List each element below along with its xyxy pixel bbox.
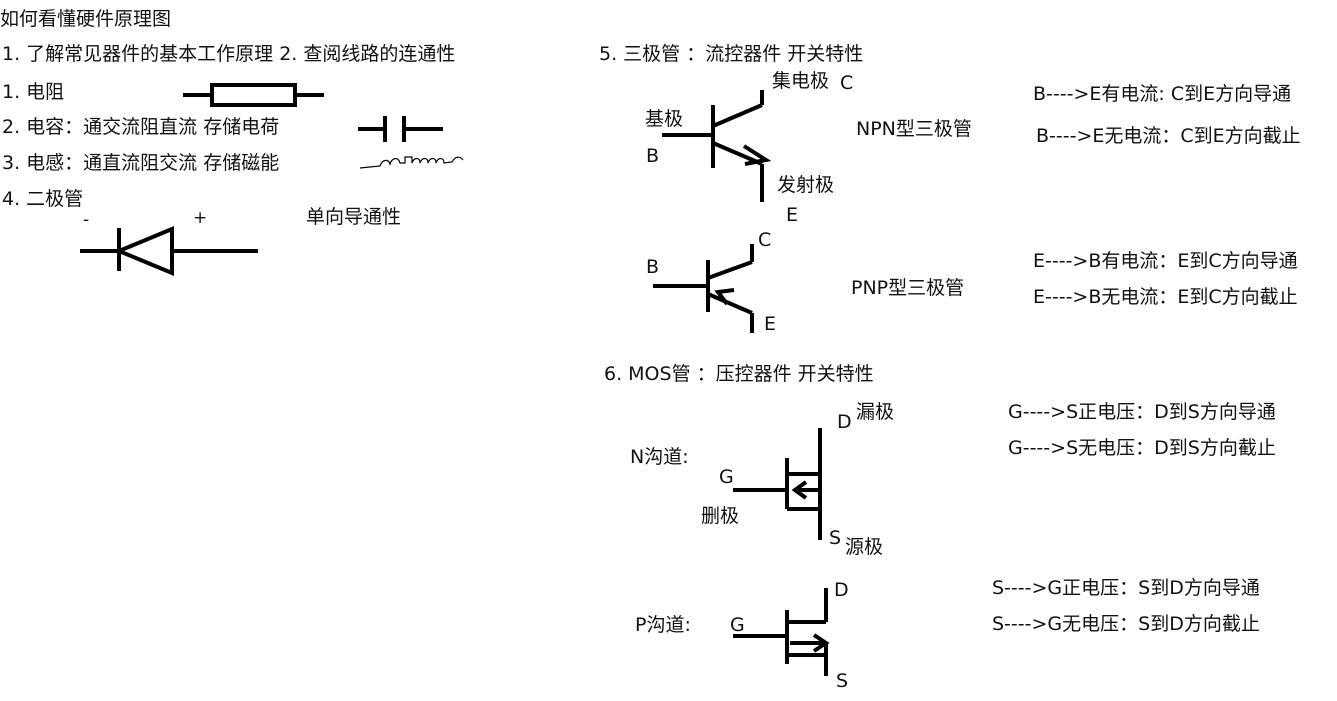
- p-d-label: D: [834, 579, 849, 601]
- diode-label: 4. 二极管: [2, 188, 84, 210]
- mos-heading: 6. MOS管 ：压控器件 开关特性: [604, 363, 874, 385]
- diode-plus-label: +: [193, 208, 208, 228]
- n-s-label: S: [829, 527, 842, 549]
- npn-b-label: B: [646, 145, 660, 167]
- pnp-c-label: C: [758, 229, 772, 251]
- diode-description: 单向导通性: [306, 206, 402, 228]
- n-gate-label: 删极: [701, 505, 740, 527]
- npn-rule-on: B---->E有电流: C到E方向导通: [1033, 83, 1292, 105]
- pnp-type-label: PNP型三极管: [851, 277, 965, 299]
- transistor-heading: 5. 三极管 ：流控器件 开关特性: [599, 43, 864, 65]
- capacitor-label: 2. 电容：通交流阻直流 存储电荷: [2, 116, 280, 138]
- n-g-label: G: [719, 466, 734, 488]
- p-s-label: S: [836, 670, 849, 692]
- pnp-rule-off: E---->B无电流：E到C方向截止: [1033, 286, 1298, 308]
- npn-emitter-label: 发射极: [777, 174, 835, 196]
- npn-e-label: E: [786, 204, 799, 226]
- pnp-e-label: E: [764, 313, 777, 335]
- n-rule-on: G---->S正电压：D到S方向导通: [1008, 401, 1276, 423]
- npn-c-label: C: [840, 72, 854, 94]
- n-channel-label: N沟道:: [630, 446, 689, 468]
- diode-minus-label: -: [83, 210, 90, 230]
- n-rule-off: G---->S无电压：D到S方向截止: [1008, 437, 1276, 459]
- npn-rule-off: B---->E无电流：C到E方向截止: [1036, 125, 1301, 147]
- pnp-b-label: B: [646, 256, 660, 278]
- n-source-label: 源极: [845, 536, 884, 558]
- p-g-label: G: [730, 614, 745, 636]
- pnp-rule-on: E---->B有电流：E到C方向导通: [1033, 250, 1298, 272]
- intro-text: 1. 了解常见器件的基本工作原理 2. 查阅线路的连通性: [2, 43, 456, 65]
- npn-base-label: 基极: [645, 108, 684, 130]
- n-d-label: D: [837, 411, 852, 433]
- p-rule-on: S---->G正电压：S到D方向导通: [992, 577, 1260, 599]
- n-drain-label: 漏极: [856, 401, 895, 423]
- resistor-label: 1. 电阻: [2, 81, 65, 103]
- inductor-label: 3. 电感：通直流阻交流 存储磁能: [2, 152, 280, 174]
- p-channel-label: P沟道:: [635, 614, 691, 636]
- npn-type-label: NPN型三极管: [856, 118, 972, 140]
- page-title: 如何看懂硬件原理图: [0, 8, 172, 30]
- p-rule-off: S---->G无电压：S到D方向截止: [992, 613, 1260, 635]
- npn-collector-label: 集电极: [772, 70, 830, 92]
